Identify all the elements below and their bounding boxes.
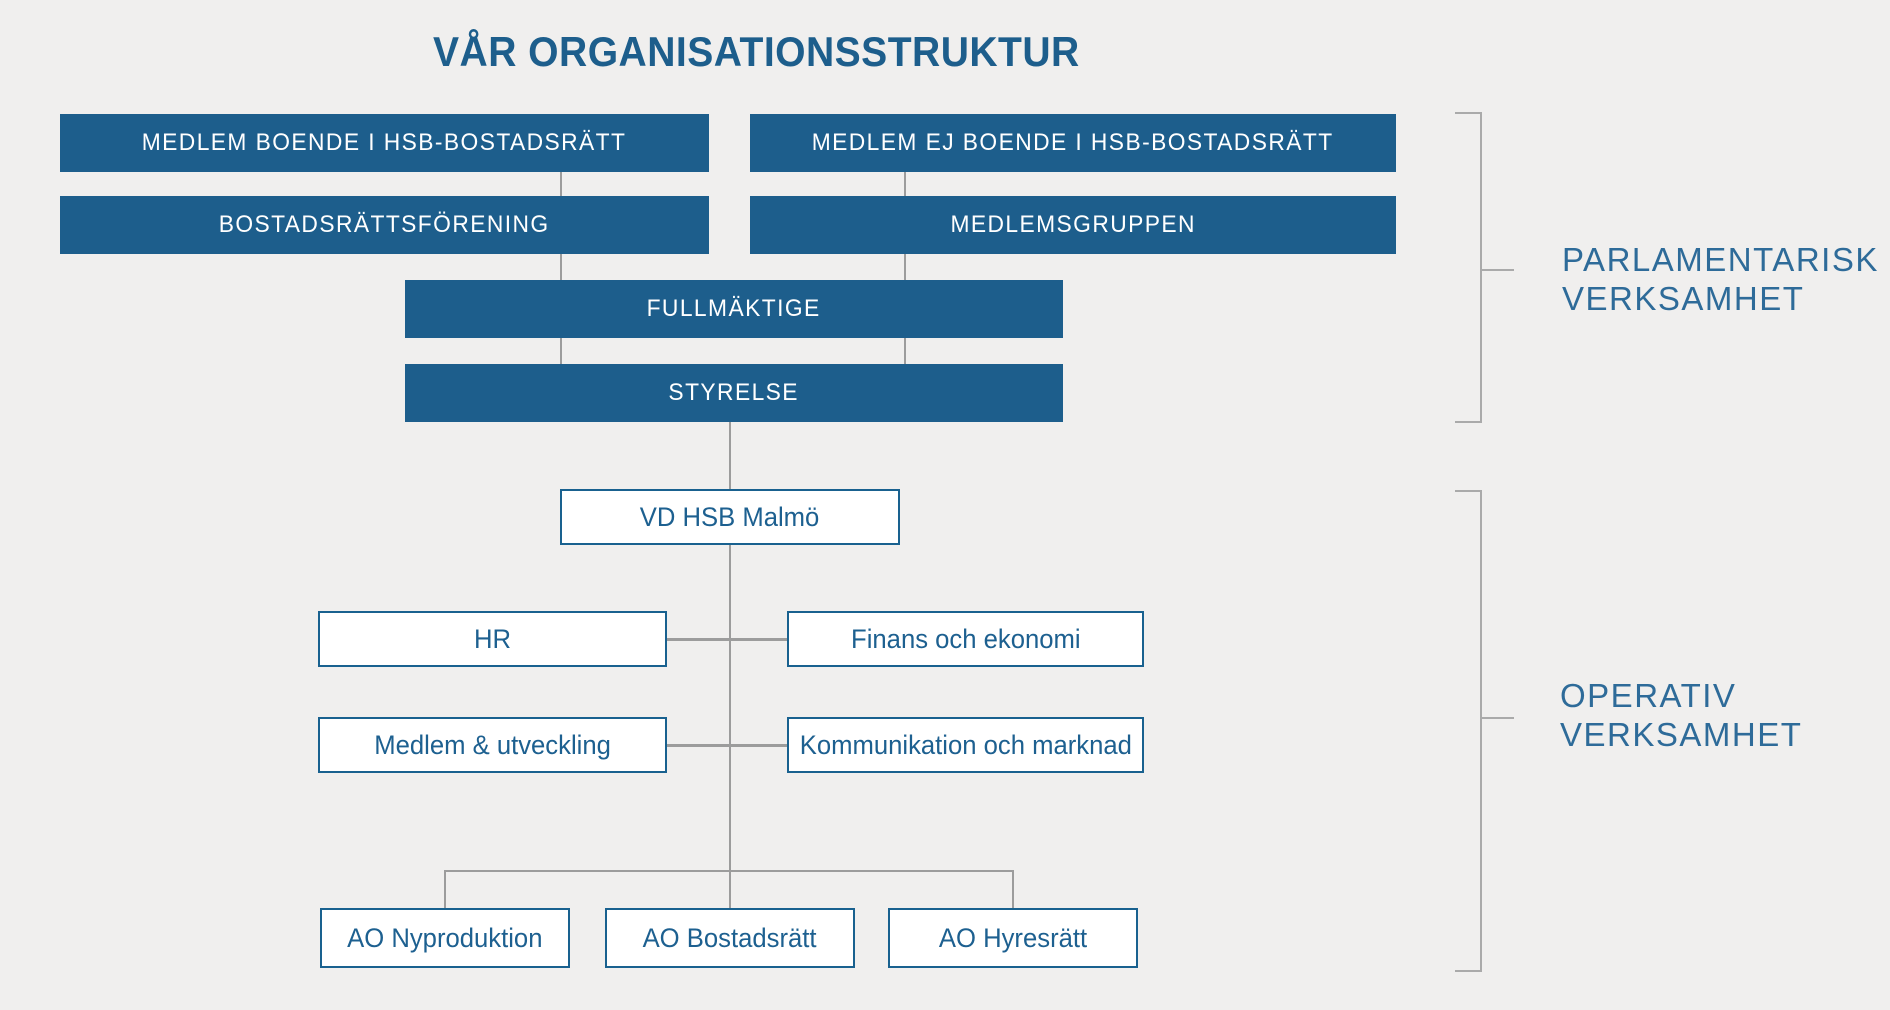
org-box-label: AO Nyproduktion (347, 922, 543, 953)
connector-vd-to-ao-row (729, 545, 731, 908)
bracket-operativ-bottom-tick (1455, 970, 1482, 972)
bracket-operativ-top-tick (1455, 490, 1482, 492)
org-box-finans-och-ekonomi: Finans och ekonomi (787, 611, 1144, 667)
org-box-vd-hsb-malmo: VD HSB Malmö (560, 489, 900, 545)
org-box-label: FULLMÄKTIGE (646, 295, 822, 322)
bracket-parlamentarisk-vertical (1480, 112, 1482, 423)
section-label-line: VERKSAMHET (1560, 716, 1803, 753)
org-box-ao-nyproduktion: AO Nyproduktion (320, 908, 570, 968)
org-box-ao-hyresratt: AO Hyresrätt (888, 908, 1138, 968)
org-box-medlem-boende: MEDLEM BOENDE I HSB-BOSTADSRÄTT (60, 114, 709, 172)
org-box-label: MEDLEM EJ BOENDE I HSB-BOSTADSRÄTT (812, 129, 1334, 156)
page-title: VÅR ORGANISATIONSSTRUKTUR (433, 28, 1080, 75)
connector-hr-to-finans (667, 638, 787, 641)
org-box-label: Finans och ekonomi (850, 623, 1081, 654)
org-box-label: MEDLEMSGRUPPEN (950, 211, 1196, 238)
org-box-bostadsrattsforening: BOSTADSRÄTTSFÖRENING (60, 196, 709, 254)
connector-brf-to-fullmaktige (560, 254, 562, 280)
org-box-label: BOSTADSRÄTTSFÖRENING (219, 211, 550, 238)
org-box-label: AO Bostadsrätt (643, 922, 817, 953)
bracket-parlamentarisk-bottom-tick (1455, 421, 1482, 423)
org-box-medlemsgruppen: MEDLEMSGRUPPEN (750, 196, 1396, 254)
bracket-parlamentarisk-top-tick (1455, 112, 1482, 114)
org-box-kommunikation-och-marknad: Kommunikation och marknad (787, 717, 1144, 773)
connector-medlem-to-kommunikation (667, 744, 787, 747)
org-box-medlem-ej-boende: MEDLEM EJ BOENDE I HSB-BOSTADSRÄTT (750, 114, 1396, 172)
org-box-label: AO Hyresrätt (938, 922, 1088, 953)
section-label-parlamentarisk-verksamhet: PARLAMENTARISK VERKSAMHET (1562, 240, 1879, 318)
org-box-label: STYRELSE (668, 379, 800, 406)
connector-styrelse-to-vd (729, 422, 731, 489)
org-box-label: Medlem & utveckling (374, 729, 611, 760)
org-box-medlem-utveckling: Medlem & utveckling (318, 717, 667, 773)
connector-medlemsgruppen-to-fullmaktige (904, 254, 906, 280)
bracket-parlamentarisk-mid-tick (1480, 269, 1514, 271)
org-box-styrelse: STYRELSE (405, 364, 1063, 422)
bracket-operativ-vertical (1480, 490, 1482, 972)
connector-ao-horizontal (444, 870, 1014, 872)
connector-fullmaktige-to-styrelse-left (560, 338, 562, 364)
connector-ao-hyresratt-drop (1012, 870, 1014, 908)
section-label-line: PARLAMENTARISK (1562, 241, 1879, 278)
connector-medlem-ej-boende-to-medlemsgruppen (904, 172, 906, 196)
section-label-line: VERKSAMHET (1562, 280, 1805, 317)
org-box-fullmaktige: FULLMÄKTIGE (405, 280, 1063, 338)
org-box-ao-bostadsratt: AO Bostadsrätt (605, 908, 855, 968)
connector-fullmaktige-to-styrelse-right (904, 338, 906, 364)
org-box-hr: HR (318, 611, 667, 667)
bracket-operativ-mid-tick (1480, 717, 1514, 719)
section-label-operativ-verksamhet: OPERATIV VERKSAMHET (1560, 676, 1802, 754)
org-box-label: Kommunikation och marknad (799, 729, 1132, 760)
org-box-label: HR (473, 623, 512, 654)
org-box-label: MEDLEM BOENDE I HSB-BOSTADSRÄTT (142, 129, 627, 156)
connector-medlem-boende-to-brf (560, 172, 562, 196)
section-label-line: OPERATIV (1560, 677, 1737, 714)
org-box-label: VD HSB Malmö (640, 501, 820, 532)
connector-ao-nyproduktion-drop (444, 870, 446, 908)
